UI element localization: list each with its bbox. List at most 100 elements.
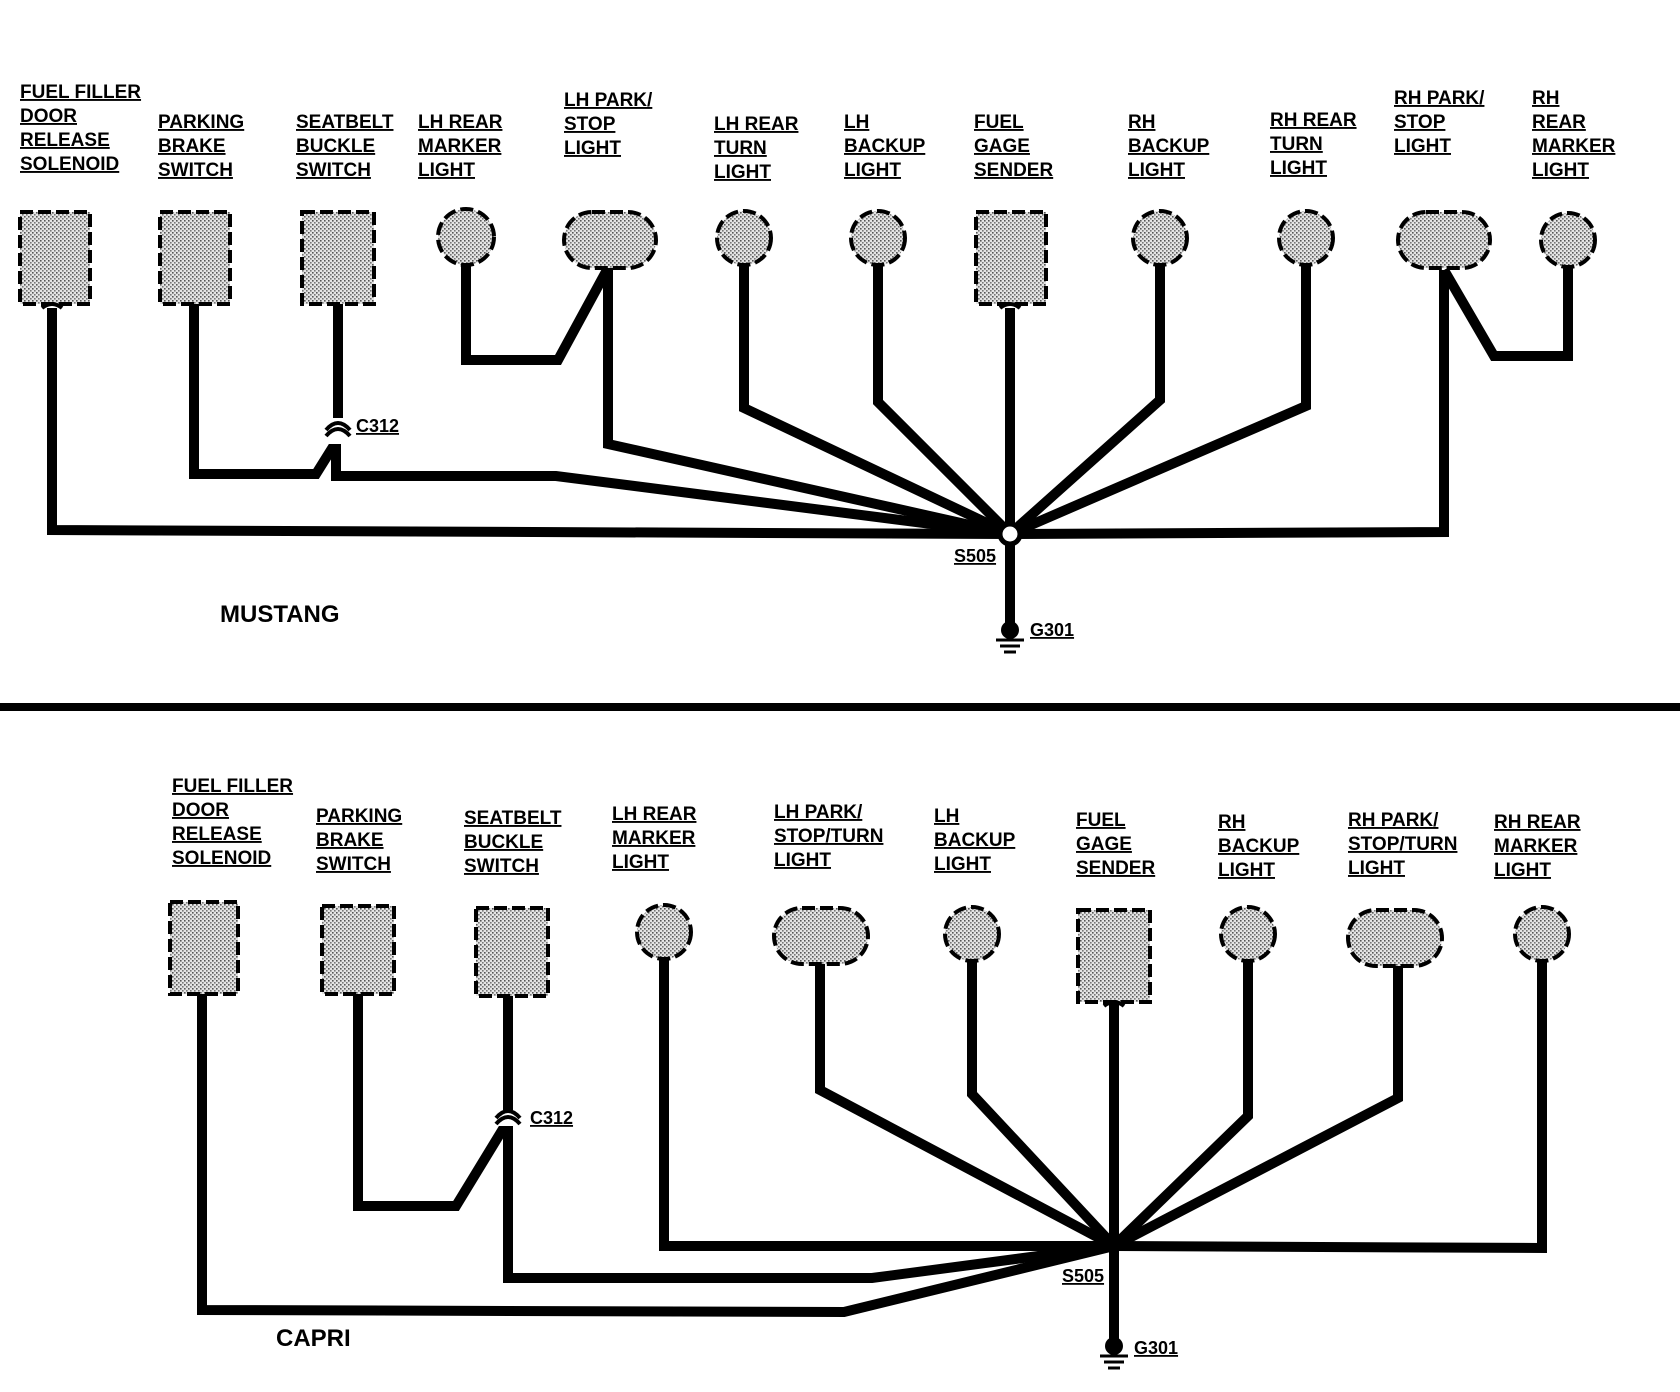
rh-backup-light-bulb <box>1219 905 1277 963</box>
capri-label-lh-park-stop-turn-light: LH PARK/STOP/TURN LIGHT <box>774 802 883 871</box>
wire-rh-rear-marker <box>1113 962 1547 1254</box>
capri-c312-connector: C312 <box>494 1108 573 1128</box>
wire-lh-backup <box>967 958 1118 1250</box>
capri-g301-ground <box>1100 1337 1128 1370</box>
rh-rear-marker-light-bulb <box>1539 211 1597 269</box>
label-line: LH REAR <box>418 112 503 133</box>
seatbelt-buckle-switch-body <box>474 906 550 998</box>
label-line: BRAKE <box>316 830 384 851</box>
label-line: FUEL <box>974 112 1024 133</box>
lh-rear-turn-light-bulb <box>715 209 773 267</box>
label-line: SWITCH <box>316 854 391 875</box>
label-line: RELEASE <box>20 130 110 151</box>
rh-park-stop-light-bulb <box>1396 210 1492 270</box>
lh-park-stop-turn-light-bulb <box>772 906 870 966</box>
label-line: REAR <box>1532 112 1586 133</box>
label-line: BACKUP <box>1128 136 1210 157</box>
lh-rear-marker-light-bulb <box>635 903 693 961</box>
label-line: SEATBELT <box>464 808 562 829</box>
fuel-filler-door-release-solenoid-body <box>18 210 92 306</box>
label-line: LIGHT <box>612 852 669 873</box>
sender-terminal <box>1102 1000 1126 1008</box>
wire-rh-backup <box>1110 960 1253 1250</box>
label-line: LH REAR <box>612 804 697 825</box>
wire-lh-backup <box>873 264 1014 538</box>
wire-parking-brake <box>189 304 341 479</box>
label-line: LH PARK/ <box>774 802 863 823</box>
label-line: LH PARK/ <box>564 90 653 111</box>
label-line: SEATBELT <box>296 112 394 133</box>
label-line: TURN <box>714 138 767 159</box>
label-line: FUEL <box>1076 810 1126 831</box>
capri-label-rh-park-stop-turn-light: RH PARK/STOP/TURN LIGHT <box>1348 810 1457 879</box>
wire-c312-to-splice <box>503 1124 1115 1283</box>
lh-park-stop-light-bulb <box>562 210 658 270</box>
label-line: STOP/TURN <box>1348 834 1457 855</box>
capri-components <box>168 900 1571 1008</box>
label-line: LH <box>844 112 869 133</box>
fuel-gage-sender-body <box>974 210 1048 306</box>
label-line: SENDER <box>1076 858 1155 879</box>
section-divider <box>0 703 1680 711</box>
wire-c312-to-splice <box>331 444 1011 539</box>
label-line: LIGHT <box>1532 160 1589 181</box>
rh-backup-light-bulb <box>1131 209 1189 267</box>
lh-backup-light-bulb <box>849 209 907 267</box>
parking-brake-switch-body <box>320 904 396 996</box>
parking-brake-switch-body <box>158 210 232 306</box>
label-line: BRAKE <box>158 136 226 157</box>
rh-rear-turn-light-bulb <box>1277 209 1335 267</box>
wire-rh-rear-marker <box>1439 266 1573 361</box>
mustang-title: MUSTANG <box>220 601 340 628</box>
label-line: RH <box>1218 812 1245 833</box>
wire-fuel-filler-solenoid <box>197 994 1116 1318</box>
label-line: DOOR <box>172 800 229 821</box>
label-line: LIGHT <box>774 850 831 871</box>
label-line: RH PARK/ <box>1348 810 1439 831</box>
seatbelt-buckle-switch-body <box>300 210 376 306</box>
capri-s505-splice <box>1107 1239 1121 1253</box>
label-line: DOOR <box>20 106 77 127</box>
label-line: LIGHT <box>564 138 621 159</box>
label-line: LIGHT <box>1128 160 1185 181</box>
label-line: PARKING <box>158 112 244 133</box>
mustang-c312-label: C312 <box>356 416 399 436</box>
mustang-c312-connector: C312 <box>324 416 399 444</box>
lh-backup-light-bulb <box>943 905 1001 963</box>
label-line: LIGHT <box>1270 158 1327 179</box>
label-line: SWITCH <box>464 856 539 877</box>
wire-fuel-filler-solenoid <box>47 308 1011 539</box>
label-line: LIGHT <box>1494 860 1551 881</box>
label-line: STOP <box>564 114 616 135</box>
capri-wires <box>197 958 1547 1340</box>
label-line: BACKUP <box>844 136 926 157</box>
label-line: LIGHT <box>1394 136 1451 157</box>
label-line: STOP/TURN <box>774 826 883 847</box>
mustang-components <box>18 207 1597 310</box>
label-line: MARKER <box>1494 836 1578 857</box>
label-line: LH <box>934 806 959 827</box>
mustang-label-rh-backup-light: RH BACKUP LIGHT <box>1128 112 1210 181</box>
label-line: LIGHT <box>1348 858 1405 879</box>
label-line: STOP <box>1394 112 1446 133</box>
capri-title: CAPRI <box>276 1325 351 1352</box>
label-line: FUEL FILLER <box>20 82 141 103</box>
capri-s505-label: S505 <box>1062 1266 1104 1286</box>
label-line: GAGE <box>974 136 1030 157</box>
label-line: SWITCH <box>296 160 371 181</box>
label-line: RH <box>1128 112 1155 133</box>
